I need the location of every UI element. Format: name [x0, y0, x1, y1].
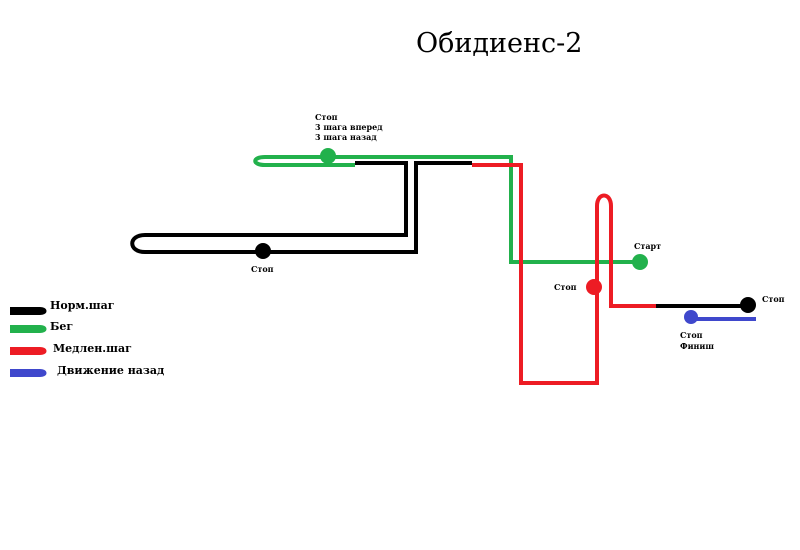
- route-normal-walk: [130, 161, 472, 254]
- label-finish: Финиш: [680, 341, 714, 351]
- legend-swatch-normal: [10, 307, 47, 315]
- label-middle-stop: Стоп: [554, 282, 577, 292]
- route-run-lower: [509, 163, 640, 264]
- label-top-stop: Стоп: [315, 112, 338, 122]
- stop-point-middle: [586, 279, 602, 295]
- label-left-stop: Стоп: [251, 264, 274, 274]
- label-start: Старт: [634, 241, 661, 251]
- legend-swatch-slow: [10, 347, 47, 355]
- legend-label-normal: Норм.шаг: [50, 299, 115, 312]
- label-top-forward: 3 шага вперед: [315, 122, 383, 132]
- legend-label-back: Движение назад: [57, 364, 164, 377]
- legend-swatch-run: [10, 325, 47, 333]
- diagram-title: Обидиенс-2: [416, 28, 582, 59]
- stop-point-right: [740, 297, 756, 313]
- legend: Норм.шаг Бег Медлен.шаг Движение назад: [10, 299, 164, 377]
- start-point: [632, 254, 648, 270]
- finish-point: [684, 310, 698, 324]
- legend-swatch-back: [10, 369, 47, 377]
- label-right-stop: Стоп: [762, 294, 785, 304]
- legend-label-slow: Медлен.шаг: [53, 342, 132, 355]
- route-slow-walk: [472, 163, 656, 385]
- legend-label-run: Бег: [50, 320, 73, 333]
- label-top-back: 3 шага назад: [315, 132, 377, 142]
- route-run: [253, 155, 513, 167]
- label-finish-stop: Стоп: [680, 330, 703, 340]
- stop-point-left: [255, 243, 271, 259]
- stop-point-top: [320, 148, 336, 164]
